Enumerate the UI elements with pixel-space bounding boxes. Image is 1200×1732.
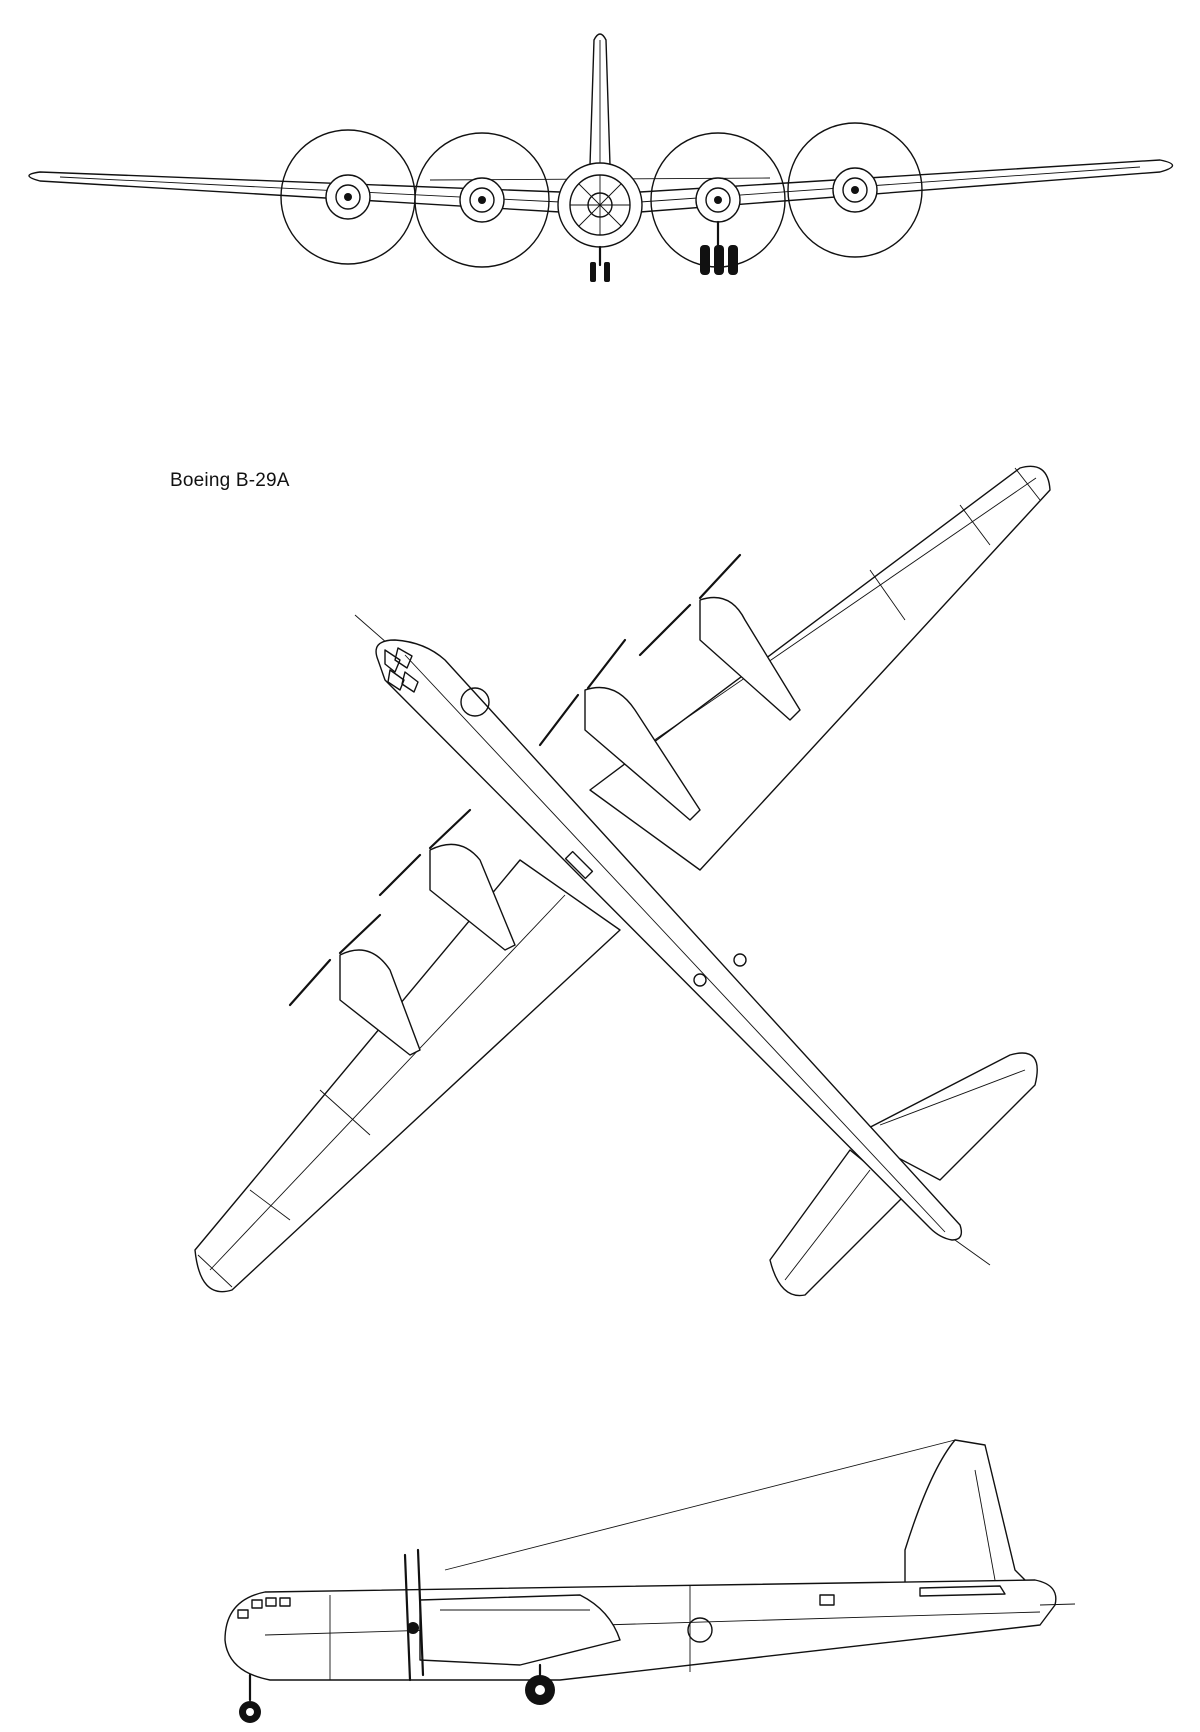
plan-engine-3 bbox=[378, 808, 516, 951]
front-tail-fin bbox=[589, 33, 611, 166]
side-propeller bbox=[403, 1548, 425, 1682]
front-view bbox=[28, 33, 1174, 282]
front-main-gear bbox=[700, 220, 738, 275]
side-view bbox=[224, 1439, 1076, 1723]
plan-engine-2 bbox=[538, 638, 701, 821]
front-right-wing bbox=[639, 159, 1174, 213]
plan-right-wing bbox=[589, 465, 1051, 871]
plan-engine-1 bbox=[638, 553, 801, 721]
front-engine-1 bbox=[325, 174, 371, 220]
plan-horizontal-stabilizer bbox=[854, 1052, 1038, 1181]
plan-cockpit bbox=[384, 647, 419, 693]
front-propeller-disc-2 bbox=[414, 132, 550, 268]
plan-left-wing bbox=[194, 859, 621, 1293]
side-vertical-tail bbox=[904, 1439, 1031, 1586]
front-left-wing bbox=[28, 171, 561, 213]
side-main-gear bbox=[525, 1663, 555, 1705]
front-engine-4 bbox=[832, 167, 878, 213]
aircraft-caption: Boeing B-29A bbox=[170, 470, 290, 491]
plan-fuselage bbox=[375, 639, 963, 1241]
side-cockpit bbox=[237, 1597, 291, 1619]
front-propeller-disc-4 bbox=[787, 122, 923, 258]
plan-view bbox=[194, 465, 1051, 1297]
front-engine-2 bbox=[459, 177, 505, 223]
side-engine-nacelle bbox=[419, 1594, 621, 1666]
side-nose-gear bbox=[239, 1673, 261, 1723]
plan-engine-4 bbox=[288, 913, 421, 1056]
front-engine-3 bbox=[695, 177, 741, 223]
front-nose-gear bbox=[590, 245, 610, 282]
